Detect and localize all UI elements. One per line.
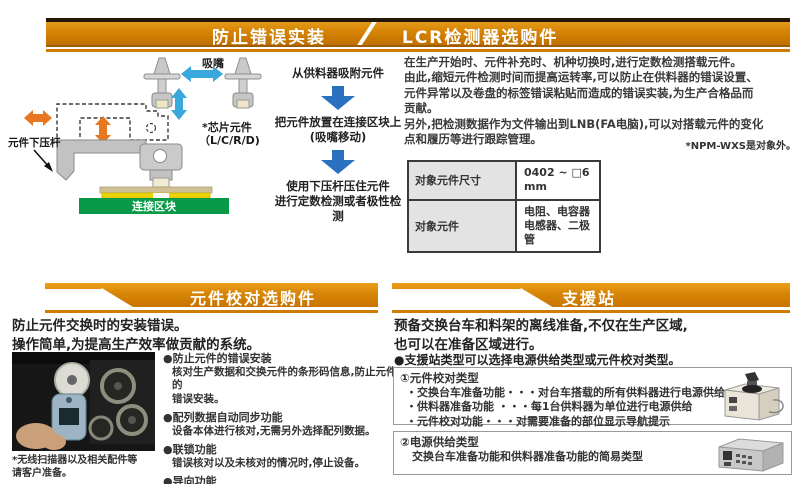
flow-step-2: 把元件放置在连接区块上 (吸嘴移动) <box>274 114 402 144</box>
support-banner-underline <box>392 310 790 313</box>
support-box-body: ・交换台车准备功能・・・对台车搭载的所有供料器进行电源供给 ・供料器准备功能 ・… <box>406 385 725 428</box>
verification-station-device-image <box>724 372 784 421</box>
spec-label-components: 对象元件 <box>409 200 517 252</box>
flow-down-arrow-icon <box>321 85 355 110</box>
flow-down-arrow-icon <box>321 149 355 174</box>
banner-title-support-station: 支援站 <box>562 289 617 307</box>
orange-horizontal-arrow-icon <box>24 110 52 126</box>
list-item: ●配列数据自动同步功能 设备本体进行核对,无需另外选择配列数据。 <box>163 411 403 438</box>
nozzle-label: 吸嘴 <box>202 56 224 70</box>
lever-pointer-arrowhead <box>44 162 53 172</box>
chip-component-label-line2: （L/C/R/D) <box>199 134 260 147</box>
spec-value-size: 0402 ~ □6 mm <box>524 166 590 194</box>
carrier-tape-strip <box>99 186 213 194</box>
top-banner-underline <box>46 49 790 52</box>
support-section-banner: 支援站 <box>392 283 790 307</box>
banner-title-lcr-detector: LCR检测器选购件 <box>402 28 559 47</box>
feature-title: ●联锁功能 <box>163 443 217 457</box>
verification-intro: 防止元件交换时的安装错误。 操作简单,为提高生产效率做贡献的系统。 <box>12 318 261 353</box>
list-item: ●联锁功能 错误核对以及未核对的情况时,停止设备。 <box>163 443 403 470</box>
top-section-banner: 防止错误实装 LCR检测器选购件 <box>46 18 790 47</box>
table-row: 对象元件尺寸 0402 ~ □6 mm <box>409 162 599 199</box>
feature-title: ●防止元件的错误安装 <box>163 352 272 365</box>
photo-caption: *无线扫描器以及相关配件等 请客户准备。 <box>12 455 138 479</box>
spec-label-size: 对象元件尺寸 <box>409 162 517 199</box>
feature-desc: 核对生产数据和交换元件的条形码信息,防止元件的 错误安装。 <box>172 365 397 405</box>
chip-component-label-line1: *芯片元件 <box>202 120 252 134</box>
support-intro: 预备交换台车和料架的离线准备,不仅在生产区域, 也可以在准备区域进行。 <box>394 318 688 353</box>
hold-down-lever <box>56 139 183 188</box>
dashed-hole <box>145 122 157 134</box>
lcr-exclusion-note: *NPM-WXS是对象外。 <box>685 141 796 152</box>
verification-scanner-photo <box>12 352 155 451</box>
feature-desc: 错误核对以及未核对的情况时,停止设备。 <box>172 457 365 469</box>
list-item: ●导向功能 便于核对作业的导向功能。 <box>163 475 403 484</box>
connection-block <box>79 198 229 214</box>
banner-title-prevent-misplacement: 防止错误实装 <box>212 28 326 47</box>
feature-desc: 设备本体进行核对,无需另外选择配列数据。 <box>172 424 376 437</box>
support-box-heading: ②电源供给类型 <box>400 435 479 449</box>
nozzle-left-icon <box>143 57 181 109</box>
spec-value-components: 电阻、电容器 电感器、二极管 <box>524 204 590 247</box>
banner-diagonal-line <box>519 288 552 307</box>
nozzle-right-icon <box>224 57 262 109</box>
support-box-heading: ①元件校对类型 <box>400 371 479 385</box>
support-type-note: ●支援站类型可以选择电源供给类型或元件校对类型。 <box>394 353 681 367</box>
verification-feature-list: ●防止元件的错误安装 核对生产数据和交换元件的条形码信息,防止元件的 错误安装。… <box>163 352 403 484</box>
support-box-power-type: ②电源供给类型 交换台车准备功能和供料器准备功能的简易类型 <box>393 431 792 475</box>
support-box-verification-type: ①元件校对类型 ・交换台车准备功能・・・对台车搭载的所有供料器进行电源供给 ・供… <box>393 367 792 428</box>
verification-section-banner: 元件校对选购件 <box>45 283 378 307</box>
mounting-diagram: 连接区块 吸嘴 *芯片元件 （L/C/R/D) 元件下压杆 <box>8 56 262 214</box>
table-row: 对象元件 电阻、电容器 电感器、二极管 <box>409 198 599 252</box>
support-box-body: 交换台车准备功能和供料器准备功能的简易类型 <box>412 449 643 463</box>
strip-gap <box>153 193 169 198</box>
process-flow: 从供料器吸附元件 把元件放置在连接区块上 (吸嘴移动) 使用下压杆压住元件 进行… <box>272 66 404 224</box>
list-item: ●防止元件的错误安装 核对生产数据和交换元件的条形码信息,防止元件的 错误安装。 <box>163 352 403 406</box>
lcr-description: 在生产开始时、元件补充时、机种切换时,进行定数检测搭载元件。 由此,缩短元件检测… <box>404 55 764 147</box>
flow-step-1: 从供料器吸附元件 <box>292 66 384 80</box>
flow-step-3: 使用下压杆压住元件 进行定数检测或者极性检测 <box>274 178 402 223</box>
banner-title-component-verification: 元件校对选购件 <box>189 289 316 307</box>
connection-block-label: 连接区块 <box>132 199 177 213</box>
feature-title: ●配列数据自动同步功能 <box>163 411 283 425</box>
verification-banner-underline <box>45 310 378 313</box>
power-supply-device-image <box>718 438 784 472</box>
feature-title: ●导向功能 <box>163 475 217 484</box>
lever-label: 元件下压杆 <box>8 136 61 149</box>
lcr-spec-table: 对象元件尺寸 0402 ~ □6 mm 对象元件 电阻、电容器 电感器、二极管 <box>407 160 601 254</box>
lever-raised-dashed-outline <box>56 103 169 144</box>
banner-diagonal-line <box>100 288 134 307</box>
orange-vertical-arrow-icon <box>95 116 111 144</box>
blue-horizontal-arrow-icon <box>181 66 223 82</box>
blue-vertical-arrow-icon <box>171 88 187 120</box>
